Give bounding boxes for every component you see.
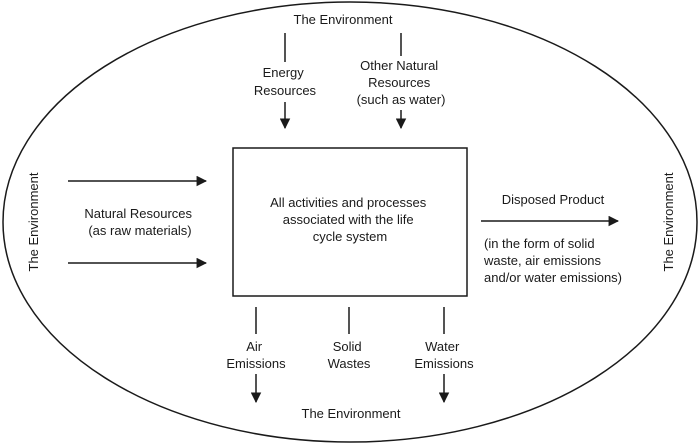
air-emissions-label: Air Emissions [226,339,286,371]
environment-label-bottom: The Environment [302,406,401,421]
environment-label-top: The Environment [294,12,393,27]
life-cycle-system-box [232,147,468,297]
environment-label-left: The Environment [26,172,41,271]
other-natural-resources-label: Other Natural Resources (such as water) [357,58,446,107]
natural-resources-label: Natural Resources (as raw materials) [84,206,195,238]
life-cycle-system-label: All activities and processes associated … [270,195,430,244]
water-emissions-label: Water Emissions [414,339,474,371]
solid-wastes-label: Solid Wastes [328,339,371,371]
energy-resources-label: Energy Resources [254,65,317,98]
disposed-product-note: (in the form of solid waste, air emissio… [483,236,622,285]
environment-label-right: The Environment [661,172,676,271]
disposed-product-label: Disposed Product [502,192,605,207]
